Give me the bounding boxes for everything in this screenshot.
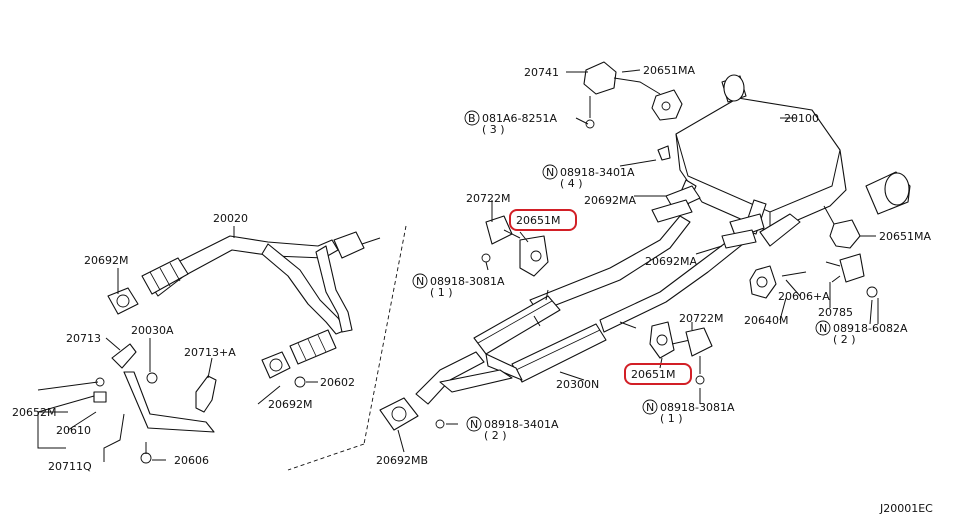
fastener-symbol: N — [546, 166, 554, 179]
fastener-qty: ( 2 ) — [833, 333, 856, 346]
nut-symbol-icon — [815, 320, 831, 336]
label-20606a: 20606+A — [778, 290, 830, 303]
fastener-callouts: B 081A6-8251A ( 3 ) N 08918-3401A ( 4 ) … — [412, 110, 908, 442]
fastener-code: 08918-3081A — [430, 275, 505, 288]
dashed-assembly-boundary — [287, 225, 407, 471]
label-20640m: 20640M — [744, 314, 788, 327]
fastener-code: 08918-3401A — [560, 166, 635, 179]
label-20741: 20741 — [524, 66, 559, 79]
label-20722m-bottom: 20722M — [679, 312, 723, 325]
nut-symbol-icon — [542, 164, 558, 180]
center-hanger-left — [481, 215, 549, 277]
label-20020: 20020 — [213, 212, 248, 225]
nut-symbol-icon — [466, 416, 482, 432]
label-20651m-top: 20651M — [516, 214, 560, 227]
bolt-symbol-icon — [464, 110, 480, 126]
label-20651ma-top: 20651MA — [643, 64, 695, 77]
label-20713: 20713 — [66, 332, 101, 345]
fastener-code: 08918-3081A — [660, 401, 735, 414]
fastener-code: 08918-3401A — [484, 418, 559, 431]
label-20785: 20785 — [818, 306, 853, 319]
fastener-symbol: N — [646, 401, 654, 414]
label-20602: 20602 — [320, 376, 355, 389]
label-20030a: 20030A — [131, 324, 174, 337]
label-20651ma-right: 20651MA — [879, 230, 931, 243]
fastener-symbol: N — [470, 418, 478, 431]
nut-symbol-icon — [412, 273, 428, 289]
fastener-code: 081A6-8251A — [482, 112, 557, 125]
label-20100: 20100 — [784, 112, 819, 125]
fastener-code: 08918-6082A — [833, 322, 908, 335]
center-exhaust-tube-20300n — [379, 215, 749, 431]
label-20300n: 20300N — [556, 378, 599, 391]
label-20722m-top: 20722M — [466, 192, 510, 205]
label-20692mb: 20692MB — [376, 454, 428, 467]
fastener-qty: ( 1 ) — [430, 286, 453, 299]
fastener-symbol: B — [468, 112, 476, 125]
label-20713a: 20713+A — [184, 346, 236, 359]
label-20610: 20610 — [56, 424, 91, 437]
center-hanger-right — [435, 321, 713, 429]
fastener-qty: ( 4 ) — [560, 177, 583, 190]
muffler-upper-bracket-20741 — [583, 61, 683, 161]
label-20692m-left: 20692M — [84, 254, 128, 267]
diagram-code: J20001EC — [879, 502, 933, 515]
label-20606: 20606 — [174, 454, 209, 467]
main-muffler-20100 — [651, 74, 911, 249]
front-exhaust-tube-20020 — [107, 231, 381, 379]
label-20692ma-top: 20692MA — [584, 194, 636, 207]
fastener-symbol: N — [416, 275, 424, 288]
highlight-box-20651m-bottom — [624, 363, 692, 385]
label-20692m-center: 20692M — [268, 398, 312, 411]
label-20711q: 20711Q — [48, 460, 92, 473]
label-20651m-bottom: 20651M — [631, 368, 675, 381]
callout-labels: 20020 20692M 20713 20030A 20713+A 20652M… — [12, 64, 931, 473]
label-20692ma-mid: 20692MA — [645, 255, 697, 268]
fastener-qty: ( 3 ) — [482, 123, 505, 136]
fastener-qty: ( 1 ) — [660, 412, 683, 425]
label-20652m: 20652M — [12, 406, 56, 419]
nut-symbol-icon — [642, 399, 658, 415]
highlight-box-20651m-top — [509, 209, 577, 231]
leader-lines — [37, 69, 879, 462]
fastener-symbol: N — [819, 322, 827, 335]
fastener-qty: ( 2 ) — [484, 429, 507, 442]
right-rear-hangers — [749, 205, 878, 299]
